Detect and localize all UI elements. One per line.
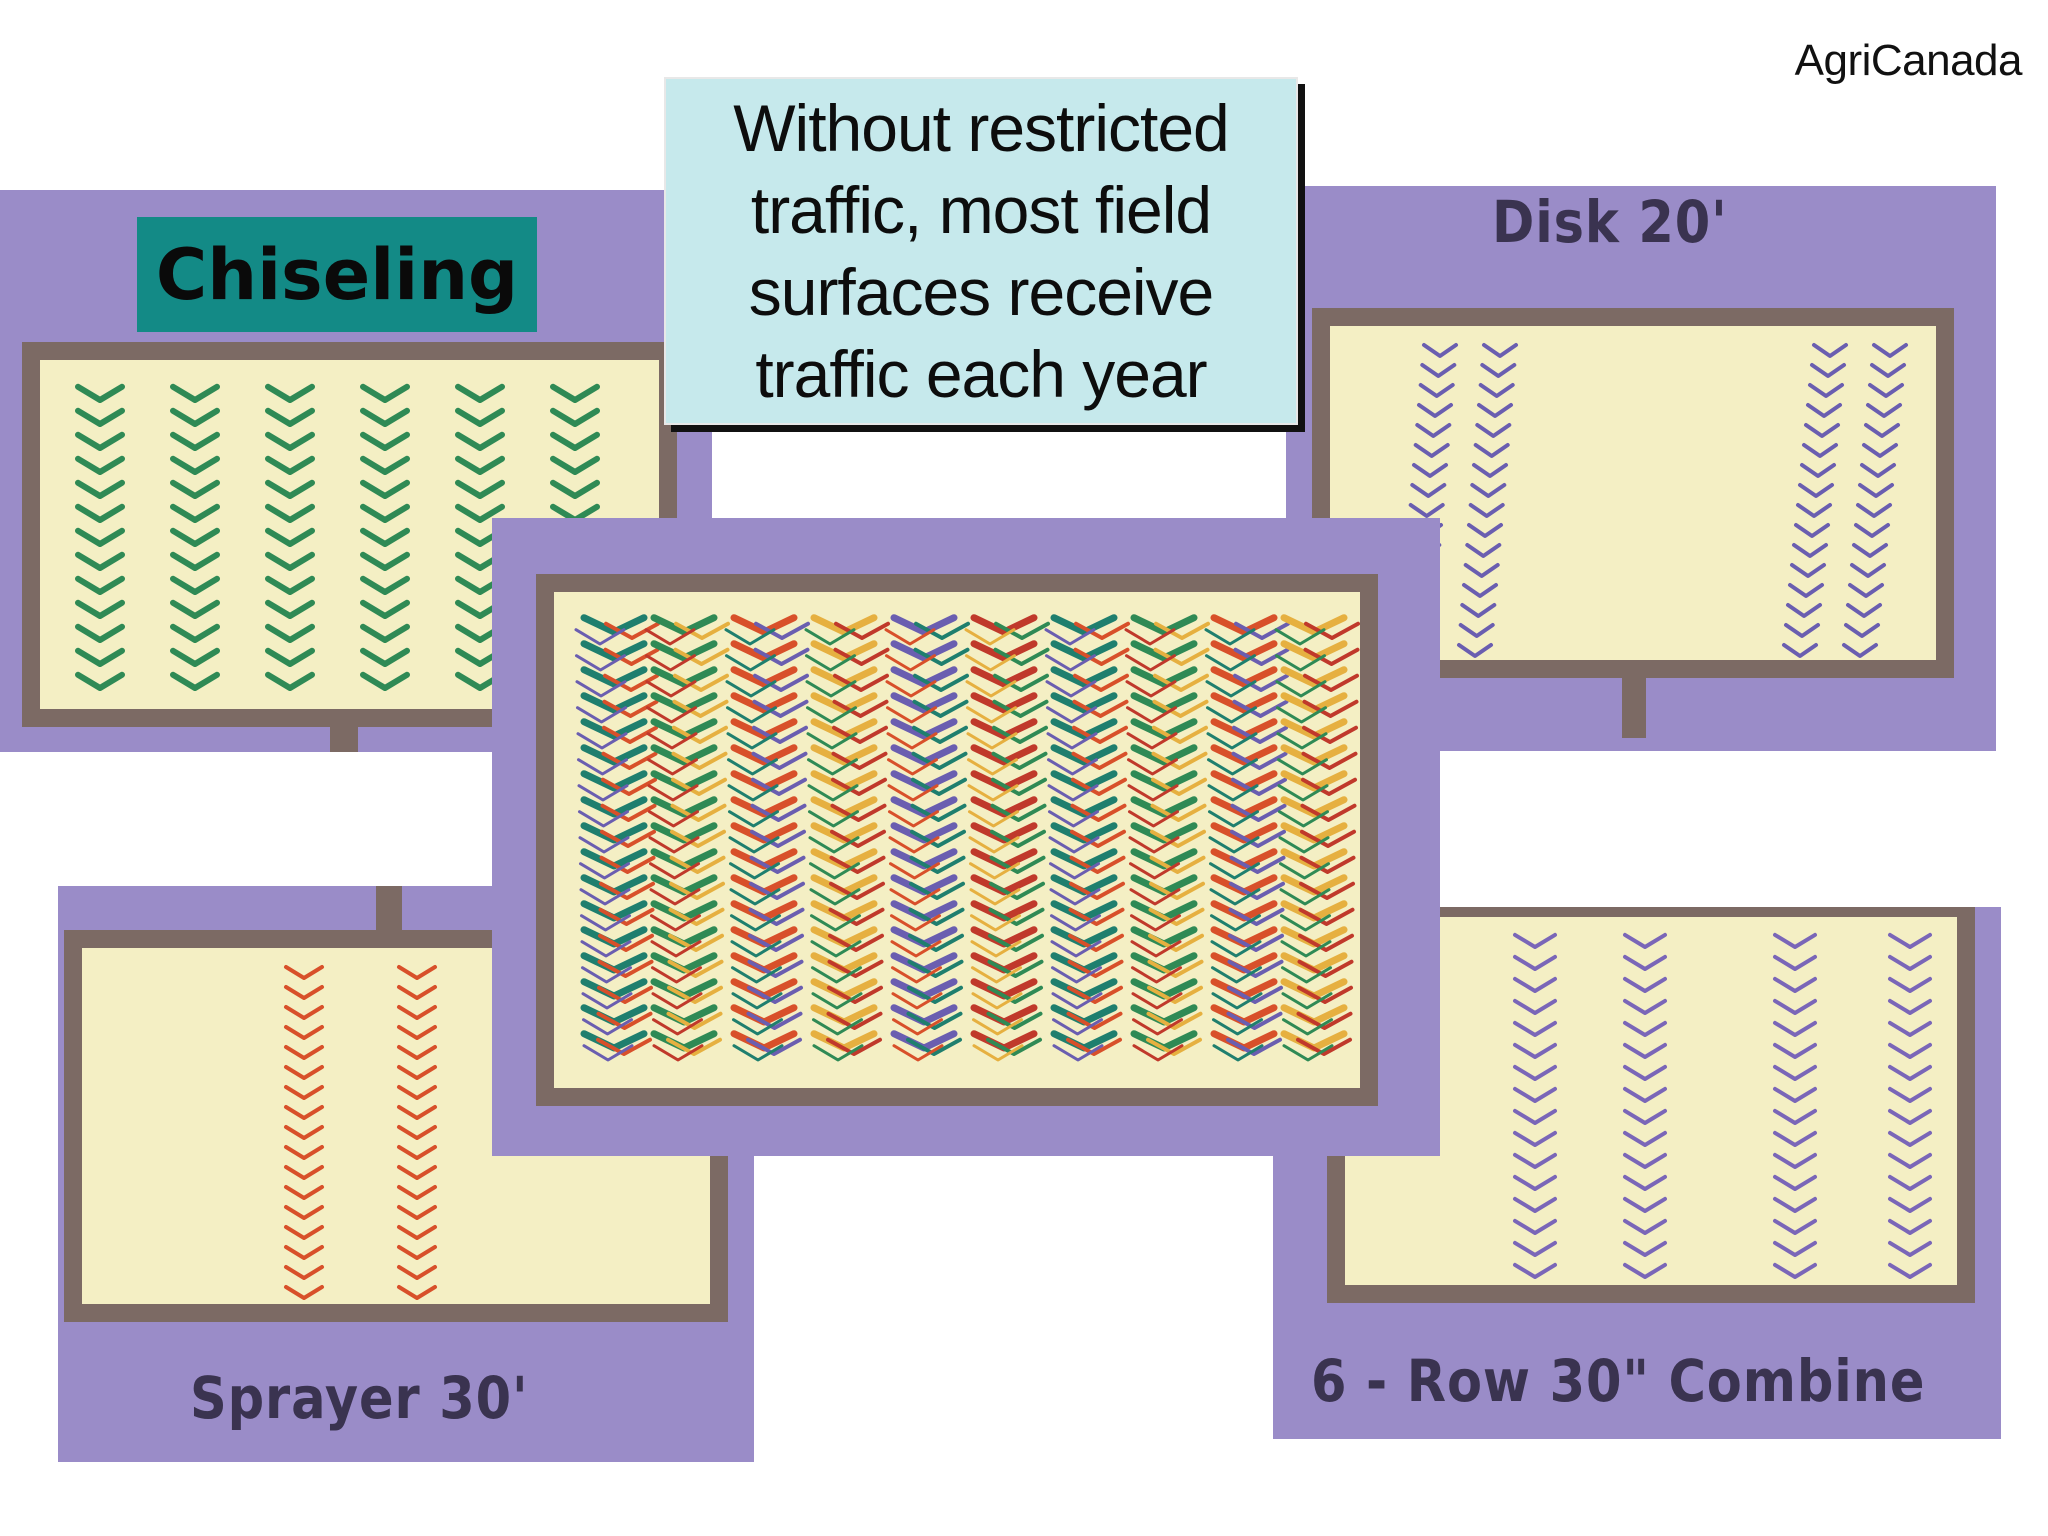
combined-track-9b-path [1226,621,1290,1056]
combined-track-10c-path [1274,628,1334,1062]
disk-track-2-path [1457,343,1518,658]
combined-track-3b-path [746,621,810,1056]
chiseling-track-2-path [170,383,220,691]
combined-track-1b-path [596,621,660,1056]
combined-track-8c-path [1124,628,1184,1062]
combined-track-2b-path [666,621,730,1056]
disk-track-2 [1457,343,1518,658]
callout-line-1: Without restricted [733,91,1229,165]
combine-track-3-path [1773,932,1817,1279]
chiseling-track-3 [265,383,315,691]
disk-panel: Disk 20' [1286,186,1996,751]
chiseling-label: Chiseling [137,217,537,332]
callout-text: Without restricted traffic, most field s… [733,87,1229,415]
combined-track-5b [906,621,970,1056]
combined-track-5c-path [884,628,944,1062]
combine-track-1 [1513,932,1557,1279]
combined-track-5b-path [906,621,970,1056]
callout-line-2: traffic, most field [750,173,1212,247]
combined-track-6c-path [964,628,1024,1062]
sprayer-track-1 [284,965,324,1300]
combined-track-3c-path [724,628,784,1062]
combined-track-4b-path [826,621,890,1056]
disk-connector [1622,678,1646,738]
combined-track-9c [1204,628,1264,1062]
chiseling-track-4 [360,383,410,691]
sprayer-tracks [284,965,437,1300]
combined-track-1c-path [574,628,634,1062]
chiseling-track-3-path [265,383,315,691]
combine-track-2-path [1623,932,1667,1279]
chiseling-connector [330,727,358,752]
combined-track-10b-path [1296,621,1360,1056]
sprayer-label: Sprayer 30' [190,1364,529,1432]
disk-track-4 [1842,343,1908,658]
combined-track-3b [746,621,810,1056]
combine-track-2 [1623,932,1667,1279]
combined-track-7b [1066,621,1130,1056]
sprayer-track-2-path [397,965,437,1300]
disk-track-3-path [1782,343,1848,658]
combined-track-5c [884,628,944,1062]
chiseling-track-1-path [75,383,125,691]
combined-track-9b [1226,621,1290,1056]
combined-track-2c [644,628,704,1062]
credit-label: AgriCanada [1794,36,2023,85]
combined-track-8b-path [1146,621,1210,1056]
disk-track-3 [1782,343,1848,658]
combined-track-7b-path [1066,621,1130,1056]
combined-tracks [574,614,1360,1062]
combine-track-4 [1888,932,1932,1279]
disk-label: Disk 20' [1492,188,1728,256]
combine-tracks [1513,932,1932,1279]
chiseling-track-4-path [360,383,410,691]
combine-track-1-path [1513,932,1557,1279]
combined-track-8c [1124,628,1184,1062]
disk-track-4-path [1842,343,1908,658]
combined-track-2c-path [644,628,704,1062]
combined-track-4c [804,628,864,1062]
combined-track-7c [1044,628,1104,1062]
callout-box: Without restricted traffic, most field s… [664,77,1298,425]
combined-track-1c [574,628,634,1062]
combined-track-8b [1146,621,1210,1056]
callout-line-4: traffic each year [755,337,1207,411]
chiseling-track-5 [455,383,505,691]
combined-track-9c-path [1204,628,1264,1062]
combined-track-10c [1274,628,1334,1062]
combined-traffic-field [536,574,1378,1106]
combined-track-6b [986,621,1050,1056]
chiseling-track-1 [75,383,125,691]
sprayer-track-2 [397,965,437,1300]
combined-traffic-panel [492,518,1440,1156]
combined-track-7c-path [1044,628,1104,1062]
combine-track-4-path [1888,932,1932,1279]
combined-track-10b [1296,621,1360,1056]
sprayer-connector [376,886,402,930]
combined-track-4b [826,621,890,1056]
combined-track-6b-path [986,621,1050,1056]
combined-track-6c [964,628,1024,1062]
sprayer-track-1-path [284,965,324,1300]
chiseling-track-2 [170,383,220,691]
callout-line-3: surfaces receive [748,255,1215,329]
combine-track-3 [1773,932,1817,1279]
combined-track-3c [724,628,784,1062]
chiseling-track-5-path [455,383,505,691]
combined-track-1b [596,621,660,1056]
combine-label: 6 - Row 30" Combine [1311,1347,1926,1415]
combined-track-4c-path [804,628,864,1062]
combined-track-2b [666,621,730,1056]
